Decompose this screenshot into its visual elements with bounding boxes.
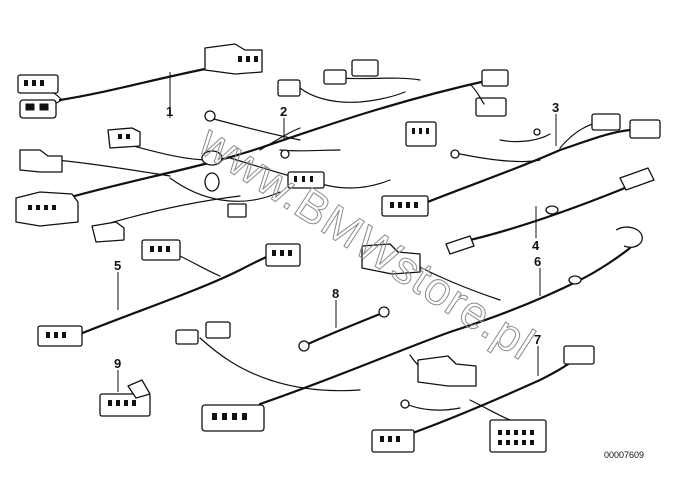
connector-1b (19, 99, 57, 119)
connector-7b (489, 419, 547, 453)
harness-3 (381, 113, 661, 217)
clip-6 (615, 226, 643, 248)
connector-5c (37, 325, 83, 347)
connector-6d (205, 321, 231, 339)
connector-7c (563, 345, 595, 365)
callout-7: 7 (534, 332, 541, 347)
connector-6e (417, 355, 477, 387)
harness-7 (371, 345, 595, 453)
connector-9 (99, 379, 151, 417)
connector-2b (107, 127, 141, 149)
connector-2i (323, 69, 347, 85)
part-number: 00007609 (604, 450, 644, 460)
callout-6: 6 (534, 254, 541, 269)
connector-6c (175, 329, 199, 345)
connector-1a (17, 74, 59, 94)
watermark-text: www.BMWstore.pl (190, 114, 545, 370)
callout-4: 4 (532, 238, 540, 253)
connector-3a (381, 195, 429, 217)
connector-3c (629, 119, 661, 139)
harness-6 (175, 226, 643, 432)
connector-4b (619, 167, 655, 191)
connector-7a (371, 429, 415, 453)
connector-2d (91, 221, 125, 243)
harness-5 (37, 239, 301, 347)
connector-6a (361, 243, 421, 275)
connector-2h (277, 79, 301, 97)
connector-1c (204, 43, 263, 75)
connector-2j (351, 59, 379, 77)
callout-2: 2 (280, 104, 287, 119)
harness-2 (15, 59, 509, 243)
connector-3b (591, 113, 621, 131)
harness-1 (17, 43, 263, 119)
connector-2k (481, 69, 509, 87)
callout-3: 3 (552, 100, 559, 115)
callout-9: 9 (114, 356, 121, 371)
callout-1: 1 (166, 104, 173, 119)
callout-8: 8 (332, 286, 339, 301)
connector-2l (475, 97, 507, 117)
callout-5: 5 (114, 258, 121, 273)
connector-4a (445, 235, 475, 255)
ground-strap-8 (298, 306, 390, 352)
connector-2f (227, 203, 247, 218)
connector-2a (19, 149, 63, 173)
harness-4 (445, 167, 655, 255)
